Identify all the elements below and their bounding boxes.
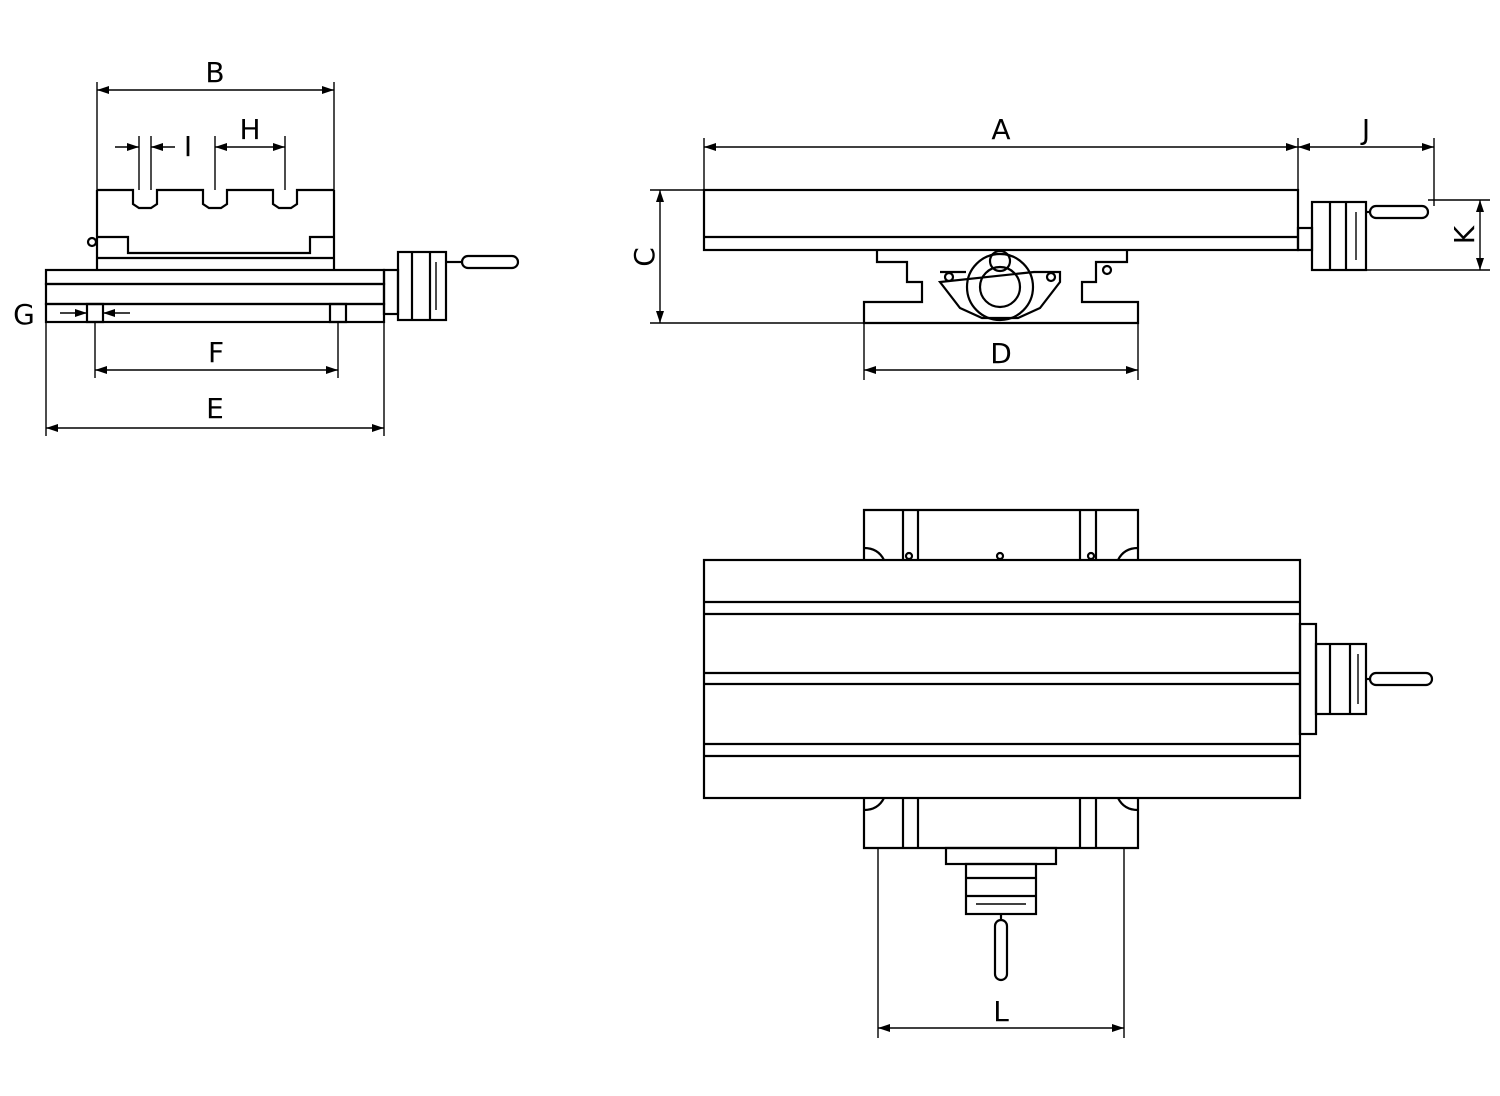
dimensions: B I H G F E A J C D K L [13, 56, 1490, 1038]
dim-label-i: I [184, 130, 192, 163]
front-view [702, 188, 1430, 325]
dim-label-b: B [205, 56, 224, 89]
dim-label-c: C [628, 247, 661, 267]
dim-label-l: L [993, 995, 1009, 1028]
dim-label-k: K [1448, 225, 1481, 244]
dim-label-d: D [990, 337, 1012, 370]
side-view [44, 188, 520, 324]
dim-label-g: G [13, 298, 35, 331]
side-table-top [97, 188, 334, 210]
top-view [702, 508, 1434, 982]
dim-label-e: E [206, 392, 224, 425]
dim-label-h: H [239, 113, 260, 146]
dim-label-j: J [1360, 113, 1370, 146]
dim-label-a: A [991, 113, 1010, 146]
dim-label-f: F [208, 336, 224, 369]
